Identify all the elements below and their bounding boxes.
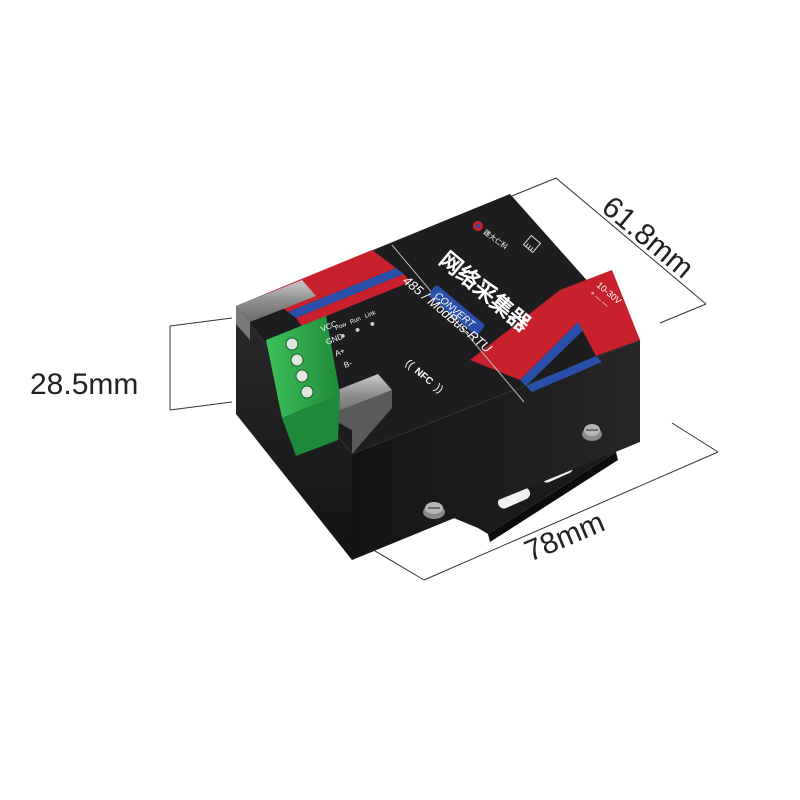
height-dimension-label: 28.5mm: [30, 368, 138, 401]
device-stripes: [265, 250, 640, 392]
ethernet-port-icon: [522, 234, 542, 254]
top-divider: [391, 244, 525, 403]
led-pow: [340, 333, 345, 338]
screw-front: [423, 502, 445, 519]
terminal-label-a: A+: [334, 346, 347, 358]
width-dimension-label: 78mm: [520, 505, 610, 568]
status-leds: Pow Run Link: [335, 310, 378, 338]
convert-badge: [428, 285, 485, 335]
led-run: [355, 327, 360, 332]
led-link: [370, 321, 375, 326]
terminal-label-b: B-: [343, 358, 354, 369]
led-label-pow: Pow: [335, 322, 349, 332]
led-label-run: Run: [349, 316, 361, 326]
device-side-face: [352, 340, 640, 560]
led-label-link: Link: [364, 310, 377, 320]
terminal-block: [266, 316, 340, 456]
dimension-lines: [169, 177, 719, 581]
mounting-screws: [423, 424, 602, 519]
screw-back: [582, 424, 602, 441]
